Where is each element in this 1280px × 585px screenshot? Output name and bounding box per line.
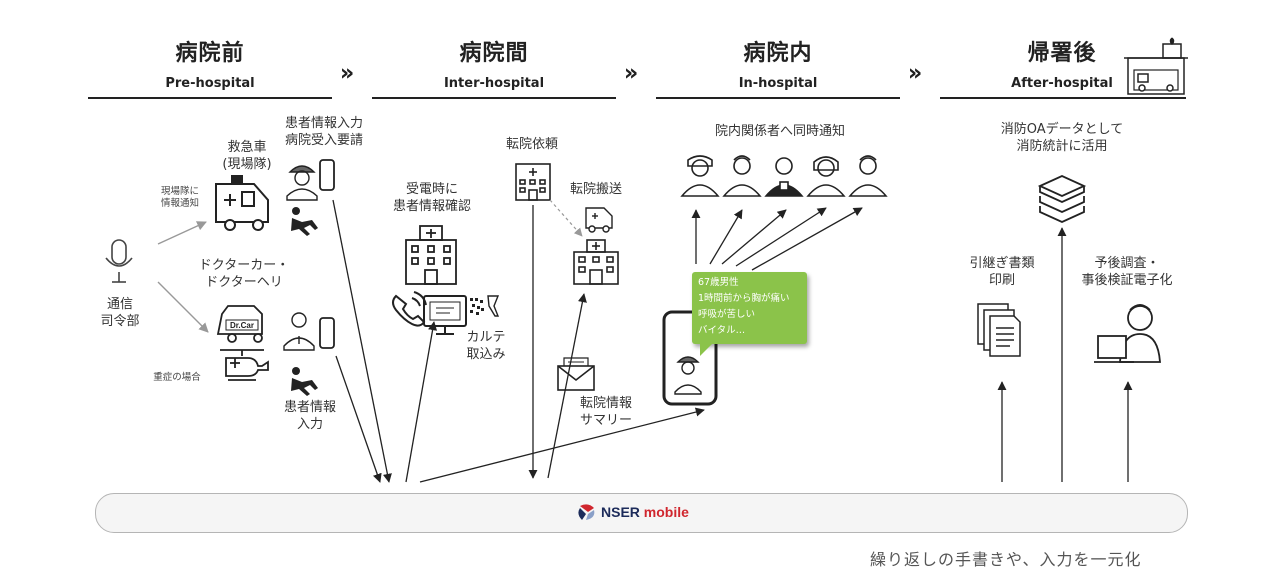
ambulance-icon	[215, 175, 269, 231]
injured-patient-icon	[291, 207, 318, 236]
karte-import-label: カルテ 取込み	[466, 330, 506, 362]
database-stack-icon	[1037, 175, 1087, 223]
pre-hospital-arrows	[332, 199, 392, 483]
phone-icon	[392, 291, 427, 327]
inter-hospital-arrows	[405, 205, 705, 483]
qr-scanner-icon	[470, 295, 500, 317]
message-line: バイタル…	[698, 325, 746, 336]
staff-member-icon	[764, 157, 804, 197]
nser-mobile-logo: NSER mobile	[577, 502, 689, 522]
fire-oa-data-label: 消防OAデータとして 消防統計に活用	[1000, 122, 1124, 154]
hospital-building-icon	[405, 225, 457, 285]
phase-subtitle-inter-hospital: Inter-hospital	[443, 76, 545, 91]
phase-subtitle-in-hospital: In-hospital	[738, 76, 818, 91]
patient-input-label: 患者情報 入力	[283, 400, 336, 432]
computer-monitor-icon	[423, 295, 467, 335]
ambulance-label: 救急車 (現場隊)	[222, 140, 272, 172]
phase-subtitle-pre-hospital: Pre-hospital	[165, 76, 255, 91]
nser-logo-icon	[578, 504, 595, 520]
message-line: 1時間前から胸が痛い	[698, 293, 790, 304]
notify-field-team-label: 現場隊に 情報通知	[160, 186, 199, 210]
envelope-icon	[557, 357, 595, 391]
transfer-transport-label: 転院搬送	[569, 182, 622, 197]
helicopter-icon	[220, 349, 269, 381]
simultaneous-notify-label: 院内関係者へ同時通知	[714, 124, 845, 139]
input-request-label: 患者情報入力 病院受入要請	[284, 116, 363, 148]
footer-caption: 繰り返しの手書きや、入力を一元化	[870, 550, 1142, 569]
smartphone-icon	[319, 317, 335, 349]
microphone-icon	[105, 239, 133, 283]
documents-icon	[977, 303, 1021, 357]
print-handover-label: 引継ぎ書類 印刷	[969, 256, 1035, 288]
hospital-building-icon	[515, 163, 551, 201]
logo-brand: NSER	[601, 504, 640, 520]
phase-subtitle-after-hospital: After-hospital	[1011, 76, 1113, 91]
severe-case-label: 重症の場合	[153, 372, 201, 383]
doctor-car-icon	[216, 305, 263, 343]
doctor-car-heli-label: ドクターカー・ ドクターヘリ	[198, 258, 290, 290]
patient-message-bubble: 67歳男性 1時間前から胸が痛い 呼吸が苦しい バイタル…	[692, 272, 807, 356]
hospital-building-icon	[573, 239, 619, 285]
paramedic-icon	[674, 356, 702, 395]
message-line: 67歳男性	[698, 277, 739, 288]
phase-title-in-hospital: 病院内	[743, 41, 813, 66]
transfer-summary-label: 転院情報 サマリー	[579, 396, 632, 428]
transfer-request-label: 転院依頼	[505, 137, 558, 152]
logo-product: mobile	[643, 504, 689, 520]
notification-arrows	[691, 207, 863, 271]
nser-mobile-platform-bar	[95, 493, 1188, 533]
smartphone-icon	[662, 310, 718, 406]
after-hospital-arrows	[997, 227, 1133, 482]
injured-patient-icon	[291, 367, 318, 396]
dispatch-center-label: 通信 司令部	[100, 297, 140, 329]
phase-title-pre-hospital: 病院前	[175, 41, 245, 66]
doctor-car-sign: Dr.Car	[230, 321, 254, 330]
paramedic-icon	[286, 165, 318, 201]
doctor-icon	[722, 155, 762, 197]
smartphone-icon	[319, 159, 335, 191]
phase-separator-chevron-icon: »	[340, 61, 354, 86]
nurse-icon	[806, 156, 846, 197]
phase-title-after-hospital: 帰署後	[1027, 41, 1097, 66]
dispatch-arrows	[157, 221, 209, 333]
doctor-icon	[848, 155, 888, 197]
message-line: 呼吸が苦しい	[698, 309, 756, 320]
phase-separator-chevron-icon: »	[624, 61, 638, 86]
receive-check-label: 受電時に 患者情報確認	[392, 182, 471, 214]
phase-separator-chevron-icon: »	[908, 61, 922, 86]
fire-station-icon	[1124, 37, 1188, 95]
doctor-icon	[283, 312, 315, 351]
phase-title-inter-hospital: 病院間	[459, 41, 529, 66]
transfer-ambulance-icon	[585, 207, 613, 233]
nurse-icon	[680, 155, 720, 197]
nser-logo-text: NSER mobile	[601, 504, 689, 520]
hospital-staff-icons	[680, 155, 888, 197]
person-at-laptop-icon	[1094, 304, 1161, 363]
transfer-dashed-arrow	[549, 199, 583, 237]
survey-digitize-label: 予後調査・ 事後検証電子化	[1081, 256, 1173, 288]
